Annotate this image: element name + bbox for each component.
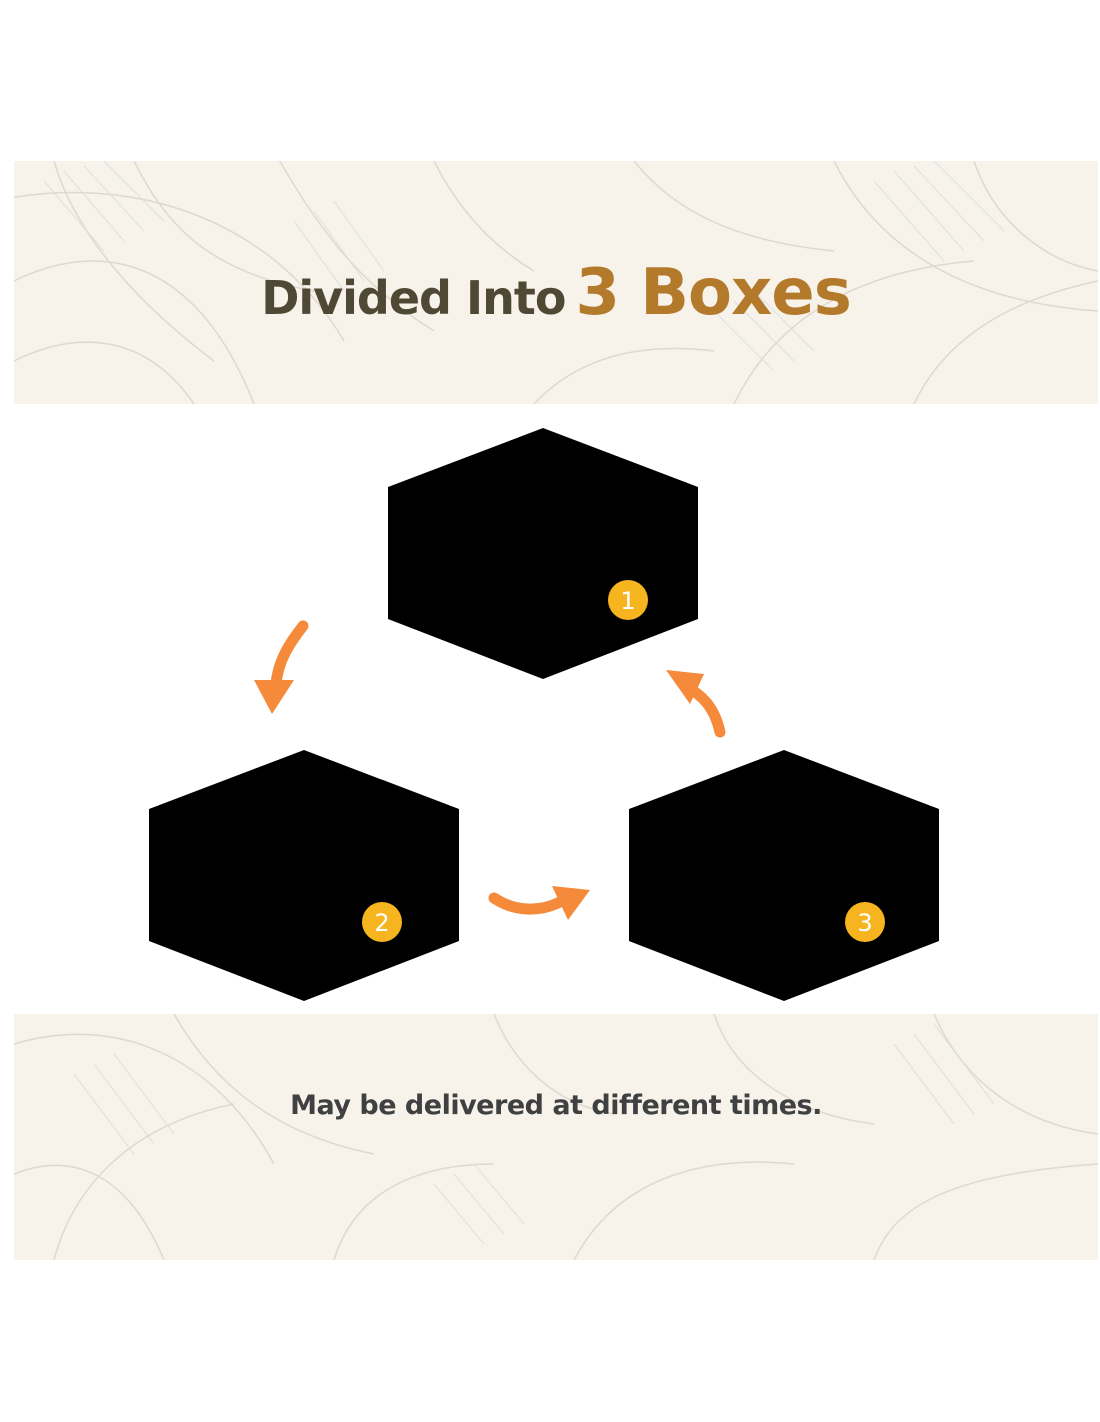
delivery-note: May be delivered at different times. [290,1090,822,1121]
title-emphasis: 3 Boxes [575,256,851,330]
box-2-number-badge: 2 [362,902,402,942]
box-1 [388,428,698,679]
box-1-number-badge: 1 [608,580,648,620]
box-3-number-badge: 3 [845,902,885,942]
arrow-box3-to-box1-icon [666,670,726,738]
box-2 [149,750,459,1001]
box-2-number: 2 [374,909,389,937]
box-cycle-diagram: 1 2 3 [149,428,939,1001]
box-3 [629,750,939,1001]
box-3-number: 3 [857,909,872,937]
box-1-number: 1 [620,587,635,615]
arrow-box1-to-box2-icon [254,620,309,714]
arrow-box2-to-box3-icon [488,886,590,920]
leaf-pattern-background [14,1014,1098,1260]
title-lead: Divided Into [261,271,566,325]
leaf-pattern-background [14,161,1098,404]
footer-panel: May be delivered at different times. [14,1014,1098,1260]
